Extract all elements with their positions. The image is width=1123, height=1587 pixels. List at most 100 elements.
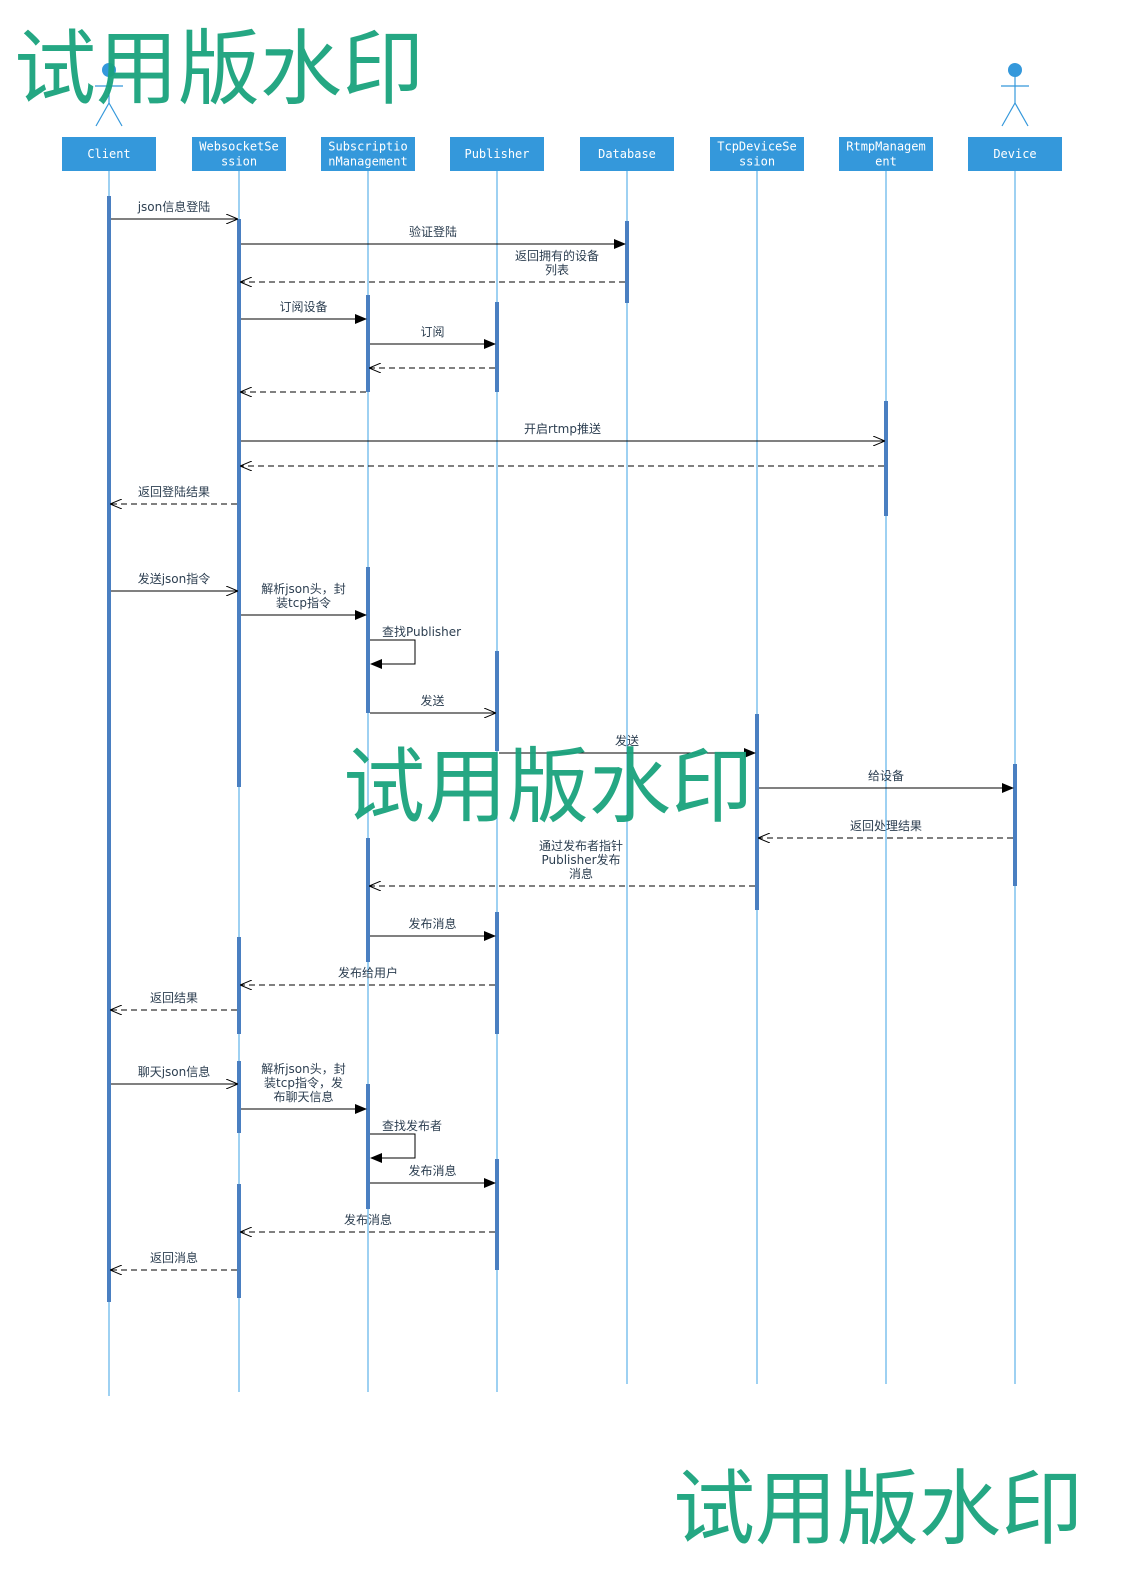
message-label: 订阅	[420, 325, 444, 339]
message-label: 发布给用户	[338, 965, 398, 980]
message-label: 布聊天信息	[273, 1089, 333, 1104]
participant-label: Database	[598, 147, 656, 161]
message-8: 开启rtmp推送	[241, 421, 884, 441]
message-22: 聊天json信息	[111, 1064, 237, 1084]
message-2: 验证登陆	[241, 224, 626, 249]
activation-bar	[107, 196, 111, 1302]
participant-box	[710, 137, 804, 171]
participant-box	[62, 137, 156, 171]
activation-bar	[366, 838, 370, 962]
participant-box	[839, 137, 933, 171]
message-label: json信息登陆	[137, 199, 211, 214]
message-10: 返回登陆结果	[111, 484, 237, 504]
message-label: 发送json指令	[138, 571, 211, 586]
message-20: 发布给用户	[241, 965, 495, 985]
participant-label: Subscriptio	[328, 140, 407, 154]
participant-label: Client	[87, 147, 130, 161]
message-27: 返回消息	[111, 1250, 237, 1270]
message-label: 查找发布者	[382, 1118, 442, 1133]
message-1: json信息登陆	[111, 199, 237, 219]
watermark-text: 试用版水印	[14, 22, 424, 117]
participants: ClientWebsocketSessionSubscriptionManage…	[62, 63, 1062, 171]
message-label: 发布消息	[408, 916, 456, 931]
message-label: 查找Publisher	[382, 625, 461, 639]
participant-box	[321, 137, 415, 171]
self-message-arrow	[370, 1133, 416, 1163]
message-15: 发送	[499, 733, 756, 758]
message-11: 发送json指令	[111, 571, 237, 591]
message-label: 装tcp指令	[276, 595, 331, 610]
participant-label: ent	[875, 155, 897, 169]
participant-label: Publisher	[464, 147, 529, 161]
participant-client: Client	[62, 63, 156, 171]
message-label: 解析json头，封	[261, 582, 346, 596]
activation-bar	[884, 401, 888, 516]
watermark-text: 试用版水印	[343, 740, 753, 835]
message-label: 给设备	[868, 769, 904, 783]
message-label: 聊天json信息	[138, 1064, 211, 1079]
message-label: Publisher发布	[541, 852, 620, 867]
activation-bar	[237, 219, 241, 787]
participant-box	[192, 137, 286, 171]
message-label: 发布消息	[344, 1212, 392, 1227]
participant-label: ssion	[739, 155, 775, 169]
message-21: 返回结果	[111, 991, 237, 1010]
activation-bar	[237, 1184, 241, 1298]
message-26: 发布消息	[241, 1212, 495, 1232]
activation-bar	[495, 302, 499, 392]
activation-bar	[625, 221, 629, 303]
message-label: 通过发布者指针	[539, 838, 623, 853]
message-label: 返回消息	[150, 1250, 198, 1265]
participant-label: RtmpManagem	[846, 140, 925, 154]
participant-label: Device	[993, 147, 1036, 161]
activation-bar	[755, 714, 759, 910]
activation-bar	[495, 651, 499, 751]
message-5: 订阅	[370, 325, 496, 349]
message-16: 给设备	[759, 769, 1014, 793]
message-label: 装tcp指令，发	[264, 1075, 343, 1090]
message-14: 发送	[370, 693, 495, 713]
message-label: 返回结果	[150, 991, 198, 1005]
participant-device: Device	[968, 63, 1062, 171]
message-label: 返回处理结果	[850, 819, 922, 833]
activation-bar	[237, 1061, 241, 1133]
message-label: 订阅设备	[279, 300, 327, 314]
message-label: 验证登陆	[409, 224, 457, 239]
participant-box	[580, 137, 674, 171]
message-19: 发布消息	[370, 916, 496, 941]
message-label: 消息	[569, 866, 593, 881]
message-24: 查找发布者	[370, 1118, 442, 1163]
activation-bar	[366, 567, 370, 713]
participant-database: Database	[580, 137, 674, 171]
watermark-text: 试用版水印	[673, 1462, 1083, 1557]
message-label: 返回登陆结果	[138, 484, 210, 499]
message-25: 发布消息	[370, 1163, 496, 1188]
activation-bar	[1013, 764, 1017, 886]
self-message-arrow	[370, 639, 416, 669]
activation-bar	[495, 1159, 499, 1270]
messages: json信息登陆验证登陆返回拥有的设备列表订阅设备订阅开启rtmp推送返回登陆结…	[111, 199, 1014, 1270]
message-17: 返回处理结果	[759, 819, 1013, 838]
activations	[107, 196, 1017, 1302]
activation-bar	[495, 912, 499, 1034]
participant-label: TcpDeviceSe	[717, 140, 796, 154]
actor-icon	[1001, 63, 1029, 127]
participant-label: WebsocketSe	[199, 140, 278, 154]
participant-publisher: Publisher	[450, 137, 544, 171]
message-label: 发布消息	[408, 1163, 456, 1178]
message-label: 解析json头，封	[261, 1062, 346, 1076]
message-4: 订阅设备	[241, 300, 367, 324]
participant-box	[968, 137, 1062, 171]
message-label: 开启rtmp推送	[524, 421, 601, 436]
actor-icon	[95, 63, 123, 127]
